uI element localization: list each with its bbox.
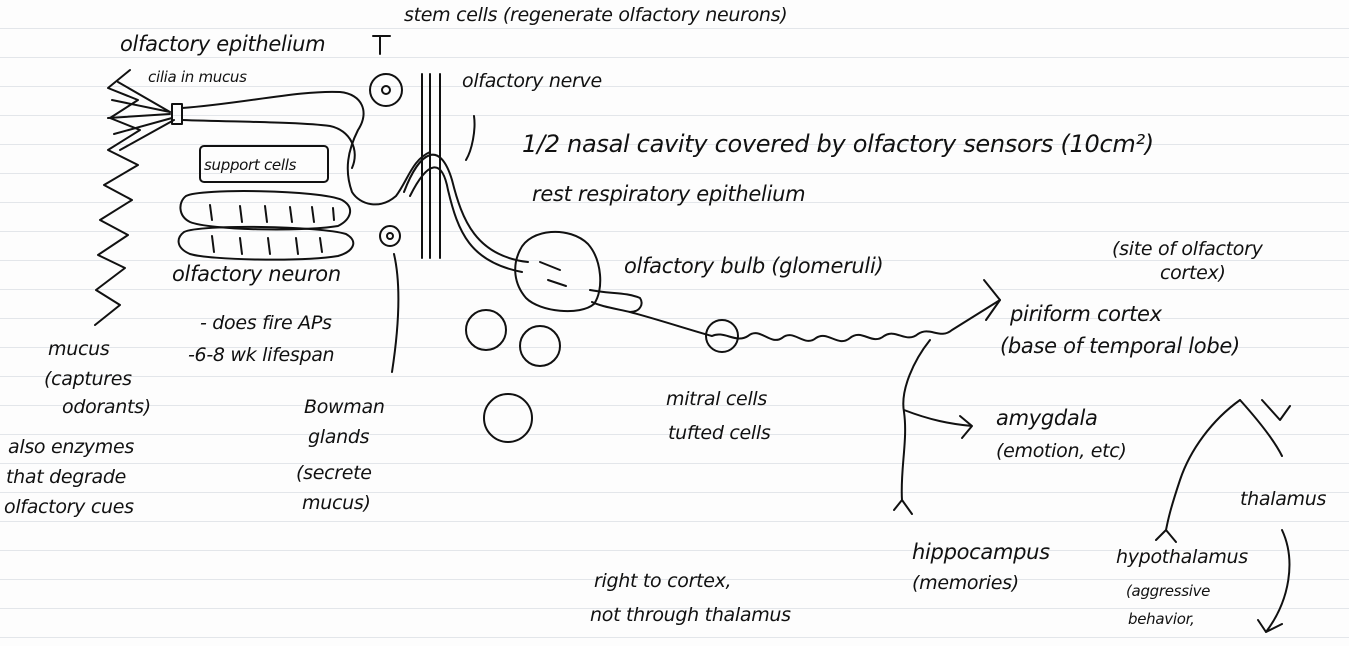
bowman-label-2: glands [308, 426, 369, 448]
glomerulus-1 [466, 310, 506, 350]
mucus-label-3: odorants) [62, 396, 151, 418]
piriform-cortex-label: piriform cortex [1010, 302, 1162, 326]
bowman-gland-circle [380, 226, 400, 246]
aggressive-label-2: behavior, [1128, 610, 1195, 628]
basal-cell-upper-ticks [210, 205, 334, 222]
hypothalamus-label: hypothalamus [1116, 546, 1248, 568]
olfactory-neuron-label: olfactory neuron [172, 262, 341, 286]
glomerulus-2 [520, 326, 560, 366]
cribriform-plate [422, 74, 440, 258]
memories-label: (memories) [912, 572, 1019, 594]
amygdala-label: amygdala [996, 406, 1098, 430]
thalamus-curve [1156, 400, 1240, 542]
enzymes-note: also enzymes [8, 436, 134, 458]
respiratory-epithelium-note: rest respiratory epithelium [532, 182, 805, 206]
basal-cell-lower-ticks [212, 236, 322, 254]
lateral-olfactory-tract [630, 300, 1000, 341]
aggressive-label: (aggressive [1126, 582, 1210, 600]
cortex-note-2: not through thalamus [590, 604, 791, 626]
mucus-zigzag [95, 70, 140, 325]
receptor-dendrite [182, 92, 430, 205]
stem-cell-circle [370, 74, 402, 106]
nasal-cavity-note: 1/2 nasal cavity covered by olfactory se… [522, 130, 1154, 158]
olfactory-bulb-label: olfactory bulb (glomeruli) [624, 254, 883, 278]
support-cells-label: support cells [204, 156, 296, 174]
tufted-cells-label: tufted cells [668, 422, 770, 444]
olfactory-bulb [515, 232, 600, 311]
thalamus-label: thalamus [1240, 488, 1326, 510]
hippocampus-label: hippocampus [912, 540, 1050, 564]
temporal-lobe-label: (base of temporal lobe) [1000, 334, 1240, 358]
emotion-label: (emotion, etc) [996, 440, 1127, 462]
site-cortex-label: (site of olfactory [1112, 238, 1263, 260]
enzymes-note-2: that degrade [6, 466, 126, 488]
mucus-label: mucus [48, 338, 109, 360]
site-cortex-label-2: cortex) [1160, 262, 1226, 284]
descending-branch [894, 340, 930, 514]
stem-cells-label: stem cells (regenerate olfactory neurons… [404, 4, 787, 26]
thalamus-line [1258, 530, 1289, 632]
bowman-label: Bowman [304, 396, 385, 418]
olfactory-epithelium-label: olfactory epithelium [120, 32, 325, 56]
enzymes-note-3: olfactory cues [4, 496, 134, 518]
basal-cell-lower [179, 227, 354, 260]
cilia-label: cilia in mucus [148, 68, 247, 86]
mitral-cells-label: mitral cells [666, 388, 767, 410]
olfactory-nerve-label: olfactory nerve [462, 70, 602, 92]
lifespan-note: -6-8 wk lifespan [188, 344, 334, 366]
olfactory-tract [590, 290, 642, 312]
bowman-label-4: mucus) [302, 492, 371, 514]
glomerulus-3 [484, 394, 532, 442]
fire-aps-note: - does fire APs [200, 312, 332, 334]
mucus-label-2: (captures [44, 368, 132, 390]
cortex-note: right to cortex, [594, 570, 731, 592]
bowman-label-3: (secrete [296, 462, 372, 484]
